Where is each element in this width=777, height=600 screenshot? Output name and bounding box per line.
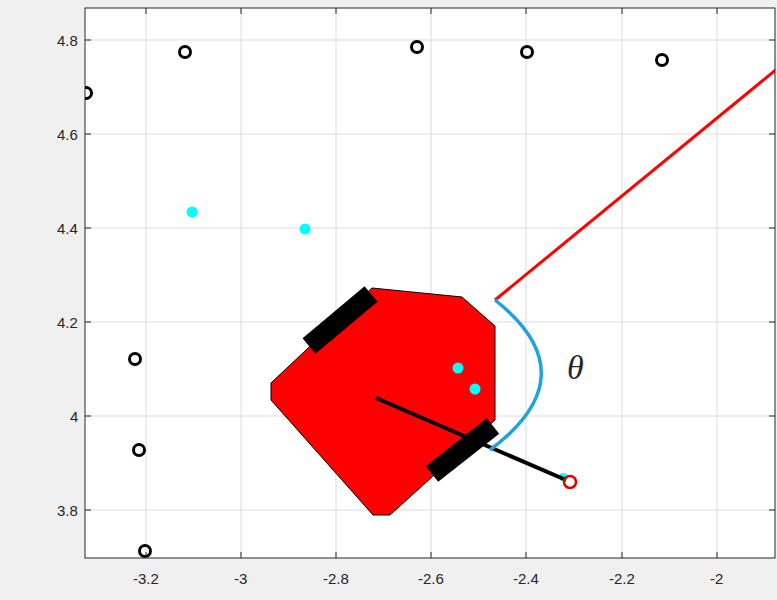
x-tick-label: -2 [710,570,723,587]
axis-line [622,552,623,558]
axis-line [146,8,147,14]
x-tick-label: -2.4 [513,570,539,587]
axis-line [85,322,91,323]
axis-line [431,8,432,14]
angle-arc [490,300,541,450]
heading-line [495,50,775,300]
axis-line [769,510,775,511]
goal-marker [564,476,576,488]
angle-symbol: θ [567,349,584,387]
y-tick-label: 3.8 [57,502,78,519]
observed-points [187,207,568,482]
axes-box [85,8,775,558]
axis-line [622,8,623,558]
x-tick-label: -2.8 [323,570,349,587]
x-tick-label: -2.4 [513,570,539,587]
x-tick-label: -2.2 [609,570,635,587]
wheel [309,294,371,346]
axis-line [769,322,775,323]
x-tick-label: -3 [234,570,247,587]
x-tick-label: -2 [710,570,723,587]
angle-symbol: θ [567,349,584,386]
axis-line [336,552,337,558]
x-tick-label: -3 [234,570,247,587]
axis-line [526,8,527,14]
grid-lines [85,8,775,558]
y-tick-label: 4.4 [57,220,78,237]
axis-line [769,228,775,229]
axis-line [241,8,242,14]
y-tick-label: 4 [70,408,78,425]
axis-line [85,40,775,41]
x-tick-label: -2.2 [609,570,635,587]
goal-line [376,398,566,480]
axis-line [717,8,718,558]
x-tick-label: -3.2 [133,570,159,587]
axes-area [85,8,775,558]
axis-line [717,8,718,14]
y-tick-label: 4.4 [57,220,78,237]
x-tick-label: -2.6 [418,570,444,587]
axis-line [85,510,91,511]
axis-line [431,552,432,558]
axis-line [146,552,147,558]
axis-line [85,134,91,135]
axis-line [336,8,337,14]
axis-line [526,8,527,558]
axis-line [717,552,718,558]
axis-line [85,416,91,417]
y-tick-label: 4.8 [57,32,78,49]
axis-line [85,134,775,135]
axis-line [241,8,242,558]
tick-marks [85,8,775,558]
y-tick-label: 4.6 [57,126,78,143]
axis-line [241,552,242,558]
axis-line [336,8,337,558]
x-tick-label: -2.8 [323,570,349,587]
x-tick-label: -3.2 [133,570,159,587]
axis-line [769,134,775,135]
y-tick-label: 3.8 [57,502,78,519]
axis-line [769,416,775,417]
axis-line [85,510,775,511]
x-tick-label: -2.6 [418,570,444,587]
y-tick-label: 4.6 [57,126,78,143]
y-tick-label: 4.2 [57,314,78,331]
axis-line [146,8,147,558]
y-tick-label: 4.2 [57,314,78,331]
axis-line [85,40,91,41]
landmark-circles [85,42,668,557]
axis-line [85,228,775,229]
y-tick-label: 4.8 [57,32,78,49]
axis-line [769,40,775,41]
axis-line [85,228,91,229]
axis-line [526,552,527,558]
y-tick-label: 4 [70,408,78,425]
axis-line [622,8,623,14]
